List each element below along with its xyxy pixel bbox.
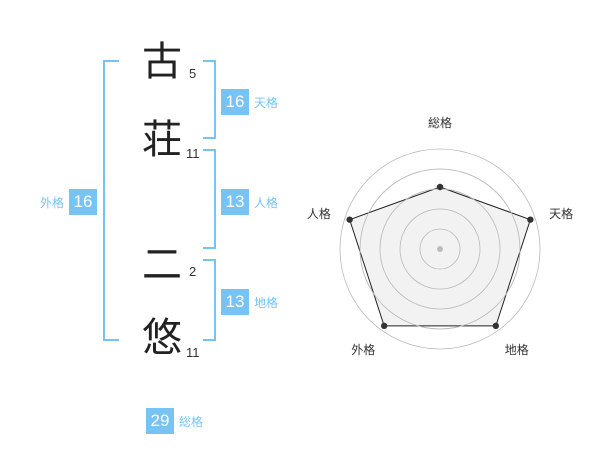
chikaku-bracket	[203, 259, 216, 341]
radar-point-4	[380, 322, 388, 330]
jinkaku-badge: 13 人格	[221, 189, 278, 215]
tenkaku-label: 天格	[254, 95, 279, 110]
gaikaku-label: 外格	[40, 195, 65, 210]
gaikaku-value: 16	[69, 189, 98, 215]
radar-axis-label-5: 人格	[307, 206, 331, 221]
radar-point-1	[436, 183, 444, 191]
gaikaku-badge: 外格 16	[40, 189, 98, 215]
radar-inner-ring-4	[359, 168, 521, 330]
radar-point-2	[527, 216, 534, 223]
tenkaku-value: 16	[221, 89, 249, 115]
tenkaku-badge: 16 天格	[221, 89, 278, 115]
radar-axis-label-3: 地格	[505, 342, 529, 357]
chikaku-value: 13	[221, 289, 249, 315]
stroke-count-4: 11	[186, 345, 200, 360]
name-char-1: 古	[142, 39, 182, 85]
name-char-4: 悠	[142, 315, 182, 361]
tenkaku-bracket	[203, 60, 216, 139]
soukaku-value: 29	[146, 408, 174, 434]
radar-point-3	[492, 322, 500, 330]
name-char-2: 荘	[142, 117, 182, 163]
chikaku-label: 地格	[254, 295, 279, 310]
radar-inner-ring-2	[399, 208, 481, 290]
radar-point-5	[346, 216, 353, 223]
soukaku-badge: 29 総格	[146, 408, 203, 434]
jinkaku-label: 人格	[254, 195, 279, 210]
name-char-3: 二	[142, 242, 182, 288]
radar-axis-label-1: 総格	[428, 115, 452, 130]
jinkaku-value: 13	[221, 189, 249, 215]
radar-inner-ring-1	[419, 228, 461, 270]
stroke-count-3: 2	[189, 264, 197, 279]
stroke-count-2: 11	[186, 146, 200, 161]
gaikaku-bracket	[103, 60, 119, 341]
radar-series-polygon	[349, 186, 531, 327]
chikaku-badge: 13 地格	[221, 289, 278, 315]
radar-axis-label-2: 天格	[549, 206, 573, 221]
radar-axis-label-4: 外格	[351, 342, 375, 357]
jinkaku-bracket	[203, 149, 216, 249]
stroke-count-1: 5	[189, 66, 197, 81]
soukaku-label: 総格	[179, 414, 204, 429]
radar-center-dot	[437, 246, 443, 252]
